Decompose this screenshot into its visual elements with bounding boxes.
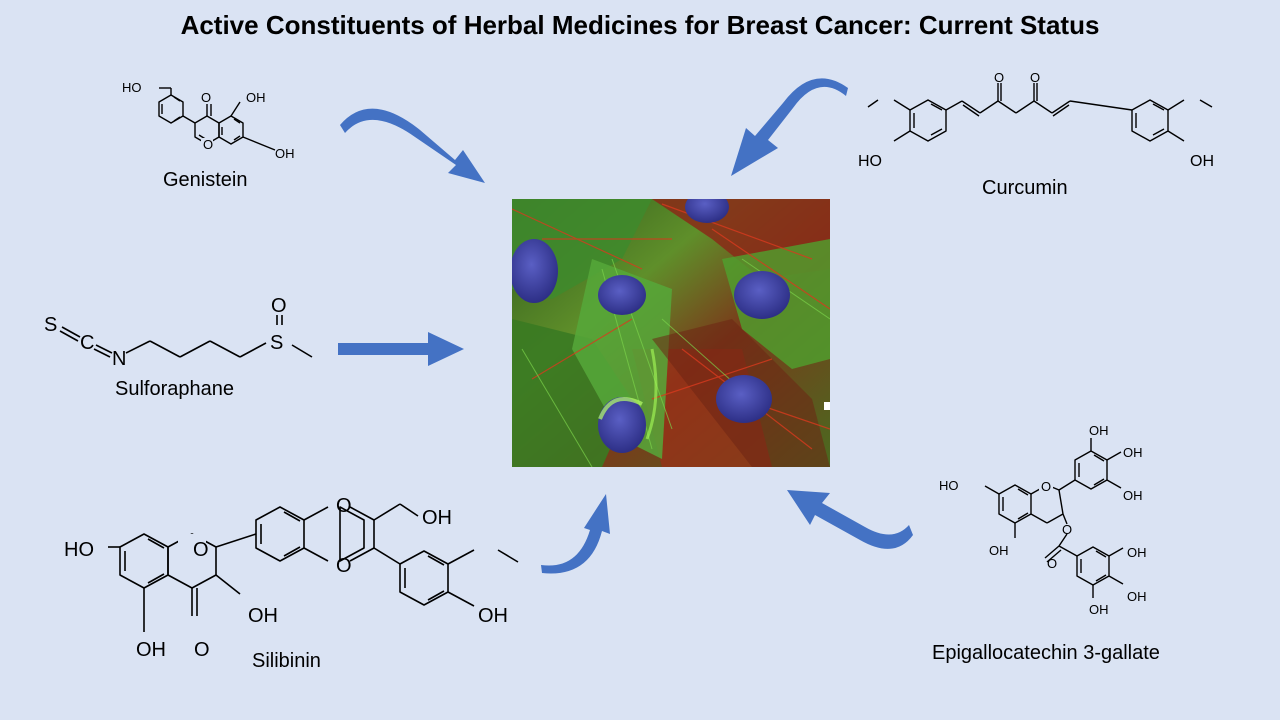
silibinin-o-diox-bottom: O	[336, 555, 352, 577]
egcg-o-ring: O	[1041, 479, 1051, 494]
arrow-sulforaphane	[338, 332, 464, 366]
genistein-label: Genistein	[163, 169, 248, 191]
egcg-oh-b2: OH	[1123, 445, 1143, 460]
egcg-oh-b3: OH	[1123, 488, 1143, 503]
silibinin-oh-right: OH	[478, 605, 508, 627]
silibinin-structure: HO O O O OH OH OH O OH	[64, 495, 519, 661]
sulforaphane-n: N	[112, 348, 126, 370]
curcumin-oh: OH	[1190, 153, 1214, 170]
silibinin-o-ring: O	[193, 539, 209, 561]
curcumin-label: Curcumin	[982, 177, 1068, 199]
egcg-oh-g1: OH	[1127, 545, 1147, 560]
sulforaphane-s-right: S	[270, 332, 283, 354]
egcg-oh-g2: OH	[1127, 589, 1147, 604]
genistein-o-carbonyl: O	[201, 90, 211, 105]
silibinin-oh-ch2: OH	[422, 507, 452, 529]
silibinin-o-diox-top: O	[336, 495, 352, 517]
curcumin-structure: O O HO OH	[858, 70, 1214, 170]
curcumin-ho: HO	[858, 153, 882, 170]
slide-title: Active Constituents of Herbal Medicines …	[180, 10, 1100, 40]
silibinin-oh-3: OH	[248, 605, 278, 627]
egcg-label: Epigallocatechin 3-gallate	[932, 642, 1160, 664]
genistein-structure: HO O OH O OH	[122, 80, 295, 161]
arrow-curcumin	[731, 78, 848, 176]
silibinin-label: Silibinin	[252, 650, 321, 672]
silibinin-oh-5: OH	[136, 639, 166, 661]
egcg-o-carbonyl: O	[1047, 556, 1057, 571]
genistein-o-ring: O	[203, 137, 213, 152]
genistein-oh-bottom: OH	[275, 146, 295, 161]
sulforaphane-structure: S C N S O	[44, 295, 313, 370]
sulforaphane-o: O	[271, 295, 287, 317]
arrow-genistein	[340, 108, 485, 183]
egcg-oh-a5: OH	[989, 543, 1009, 558]
arrow-silibinin	[541, 494, 610, 574]
egcg-oh-g3: OH	[1089, 602, 1109, 617]
curcumin-o1: O	[994, 70, 1004, 85]
silibinin-ho-left: HO	[64, 539, 94, 561]
genistein-oh-top: OH	[246, 90, 266, 105]
breast-cancer-cells-image	[512, 199, 830, 467]
egcg-o-ester: O	[1062, 522, 1072, 537]
genistein-ho-left: HO	[122, 80, 142, 95]
sulforaphane-c: C	[80, 332, 94, 354]
arrow-egcg	[787, 490, 913, 549]
sulforaphane-label: Sulforaphane	[115, 378, 234, 400]
egcg-structure: OH OH OH HO O O OH O OH OH OH	[939, 423, 1147, 617]
silibinin-o-carbonyl: O	[194, 639, 210, 661]
egcg-ho-a7: HO	[939, 478, 959, 493]
egcg-oh-b1: OH	[1089, 423, 1109, 438]
curcumin-o2: O	[1030, 70, 1040, 85]
sulforaphane-s-left: S	[44, 314, 57, 336]
